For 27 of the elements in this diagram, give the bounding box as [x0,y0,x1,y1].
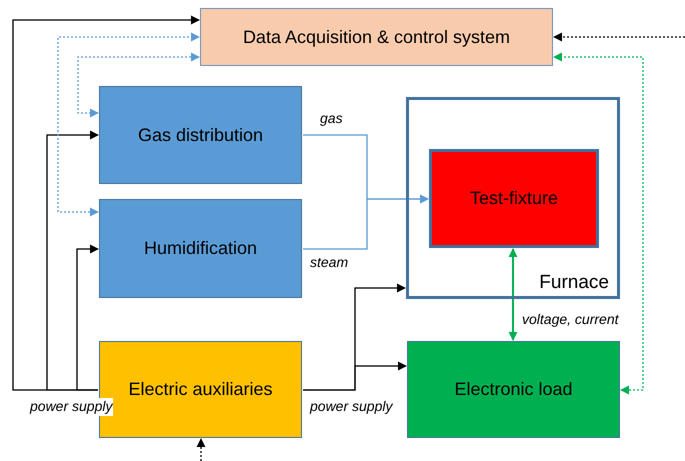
edge-label: voltage, current [522,311,618,328]
system-box [200,8,553,66]
node-label: Electric auxiliaries [128,379,273,400]
arrow [77,52,200,118]
node-label: Test-fixture [470,188,558,209]
arrow [196,438,206,461]
arrow [303,362,407,391]
node-label: Furnace [539,272,609,294]
arrow [303,194,429,250]
process-box [407,341,620,438]
node-label: Data Acquisition & control system [242,26,510,48]
node-label: Humidification [144,238,258,259]
node-label: Electronic load [454,379,573,400]
arrow [46,130,99,391]
arrow [508,248,518,341]
arrow [76,244,99,391]
fixture-box [429,149,599,248]
node-label: Gas distribution [138,124,264,146]
arrow [12,16,200,391]
process-box [99,199,302,298]
arrow [57,32,200,216]
edge-label: power supply [30,398,112,416]
process-box [99,86,302,184]
arrow [553,52,644,394]
arrow [553,32,685,42]
furnace-box [406,97,620,299]
edge-label: power supply [310,398,392,416]
